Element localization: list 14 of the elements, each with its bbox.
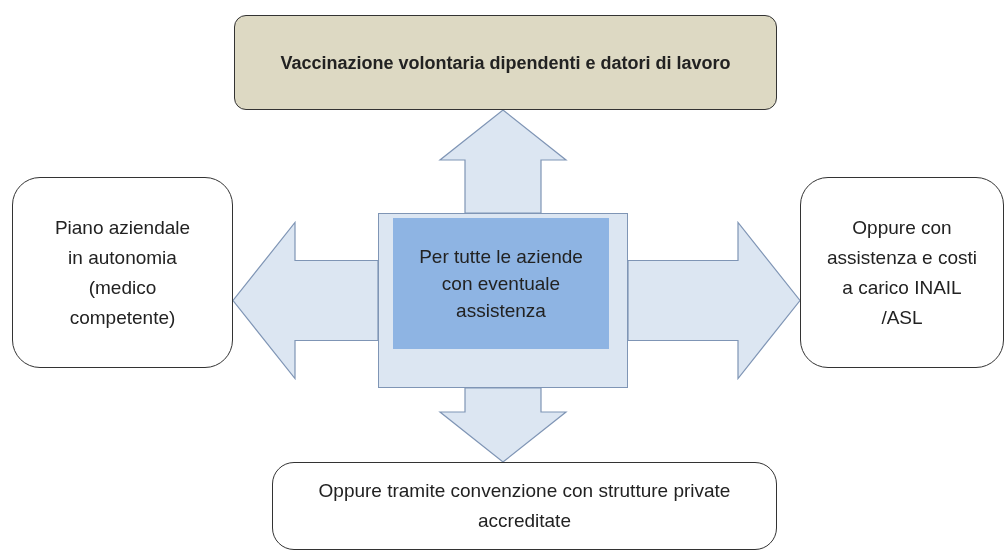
node-text: Oppure tramite convenzione con strutture private accreditate — [317, 479, 732, 533]
block-arrow — [627, 220, 801, 381]
block-arrow — [438, 387, 568, 463]
block-arrow — [232, 220, 379, 381]
text-box — [234, 15, 777, 110]
node-text: Vaccinazione volontaria dipendenti e datori di lavoro — [280, 51, 731, 75]
node-text: Per tutte le aziende con eventuale assistenza — [418, 245, 584, 323]
block-arrow — [438, 109, 568, 214]
node-text: Piano aziendale in autonomia (medico competente) — [53, 215, 192, 330]
text-box — [12, 177, 233, 368]
text-box — [800, 177, 1004, 368]
text-box — [272, 462, 777, 550]
node-text: Oppure con assistenza e costi a carico INAIL /ASL — [826, 215, 978, 330]
cross-center-square — [378, 213, 628, 388]
